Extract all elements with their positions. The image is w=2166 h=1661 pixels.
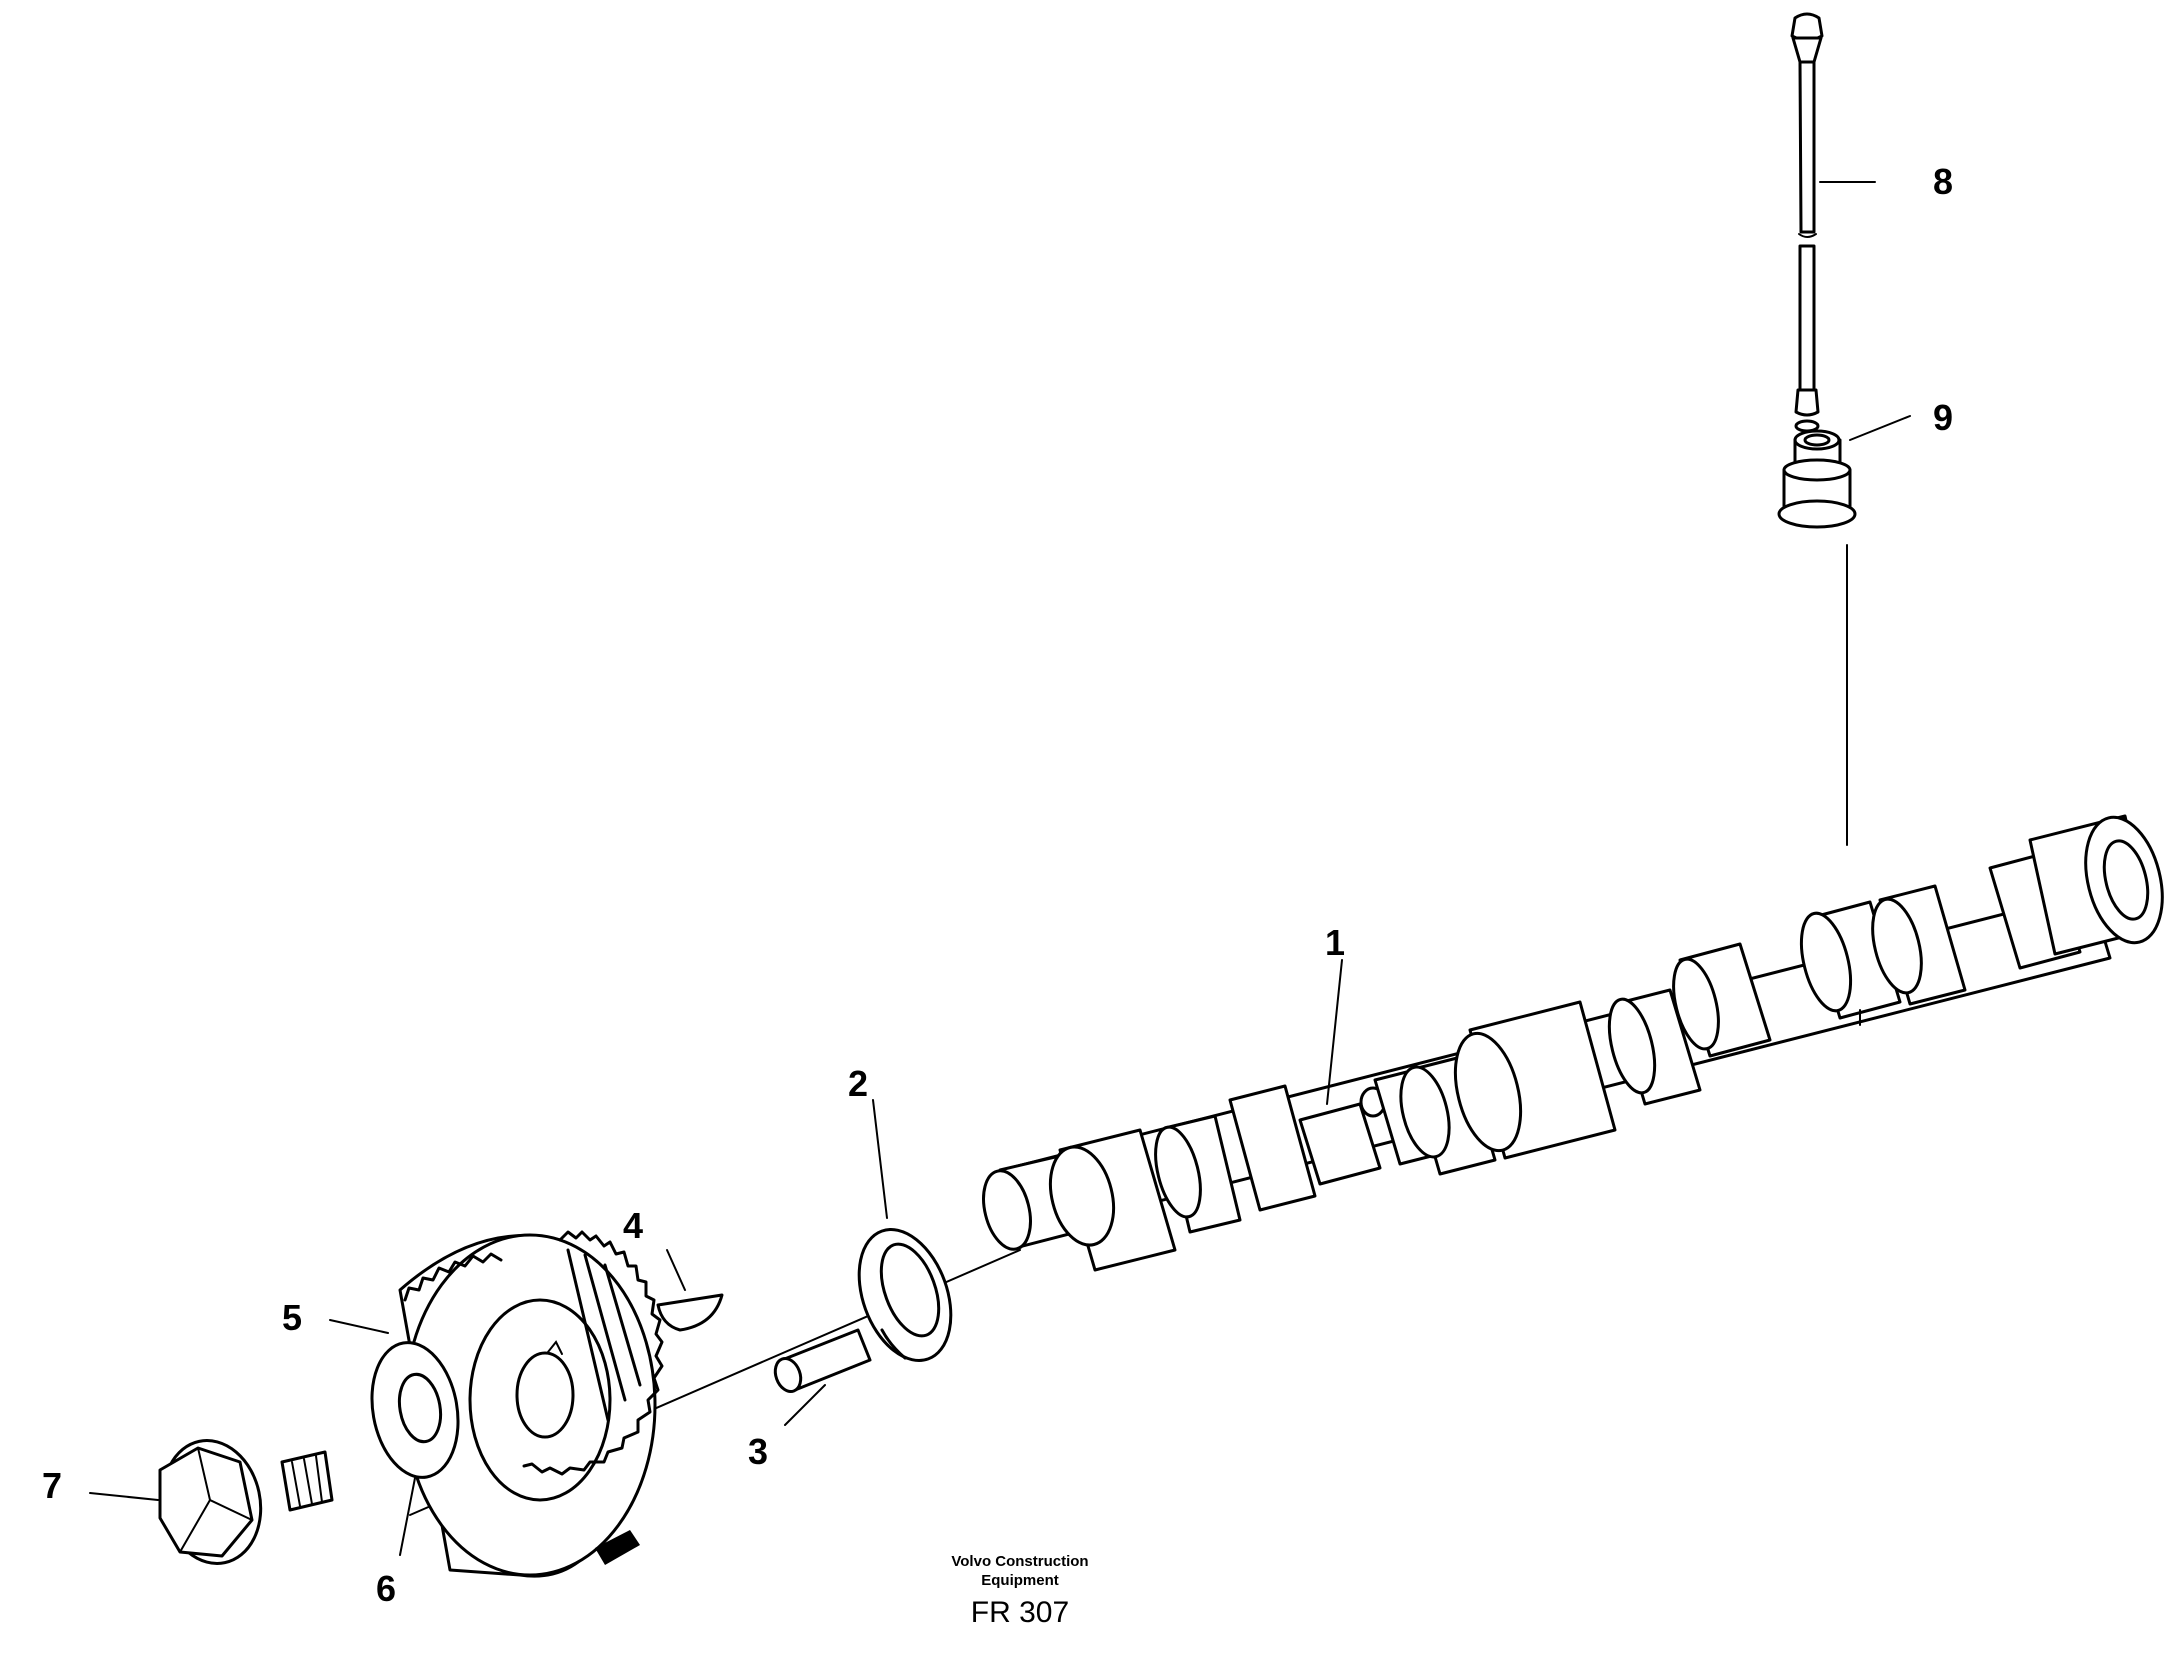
washer-part-6 xyxy=(370,1341,460,1479)
credit-line-1: Volvo Construction xyxy=(951,1553,1088,1570)
credit-line-2: Equipment xyxy=(981,1572,1059,1589)
callout-3: 3 xyxy=(748,1431,768,1472)
leader-lines xyxy=(89,181,1911,1556)
woodruff-key-part-4 xyxy=(656,1293,724,1332)
camshaft-part-1 xyxy=(982,814,2164,1272)
flange-bolt-part-7 xyxy=(158,1439,334,1565)
dowel-pin-part-3 xyxy=(773,1328,872,1393)
figure-code: FR 307 xyxy=(971,1596,1069,1629)
callout-1: 1 xyxy=(1325,922,1345,963)
gear-part-5 xyxy=(398,1230,664,1578)
thrust-ring-part-2 xyxy=(857,1228,953,1362)
callout-5: 5 xyxy=(282,1297,302,1338)
callout-9: 9 xyxy=(1933,397,1953,438)
callout-6: 6 xyxy=(376,1568,396,1609)
callout-7: 7 xyxy=(42,1465,62,1506)
callout-labels: 1 2 3 4 5 6 7 8 9 xyxy=(42,161,1953,1609)
push-rod-part-8 xyxy=(1790,12,1824,433)
callout-8: 8 xyxy=(1933,161,1953,202)
callout-4: 4 xyxy=(623,1205,643,1246)
figure-credit: Volvo Construction Equipment FR 307 xyxy=(951,1553,1088,1629)
callout-2: 2 xyxy=(848,1063,868,1104)
tappet-part-9 xyxy=(1777,429,1857,846)
